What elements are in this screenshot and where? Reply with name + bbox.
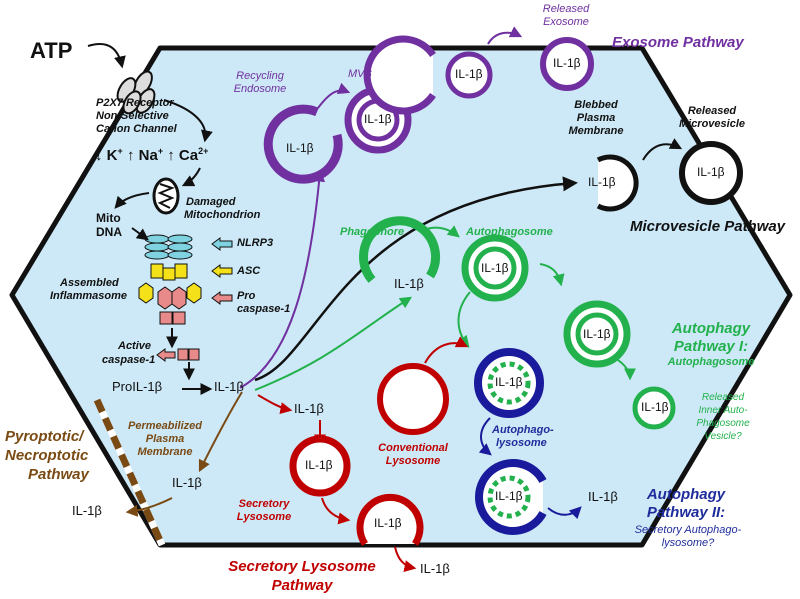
autophagy2-sub-2: lysosome? — [661, 537, 715, 549]
blebbed-label-1: Blebbed — [574, 99, 618, 111]
secretory-pathway-label-2: Pathway — [271, 577, 333, 594]
phagophore — [359, 216, 441, 283]
il1b-autolysosome: IL-1β — [495, 375, 523, 389]
autophagy2-sub-1: Secretory Autophago- — [634, 524, 742, 536]
il1b-recycling: IL-1β — [286, 141, 314, 155]
permeabilized-label-2: Plasma — [145, 433, 185, 445]
released-mv-label-1: Released — [687, 105, 737, 117]
autolysosome-label-1: Autophago- — [492, 424, 554, 436]
released-inner-label-4: Vesicle? — [704, 431, 742, 442]
blebbed-label-3: Membrane — [568, 125, 624, 137]
released-inner-vesicle — [632, 386, 676, 430]
permeabilized-label-3: Membrane — [137, 446, 193, 458]
il1b-secretory-branch: IL-1β — [294, 401, 324, 416]
il1b-mvb: IL-1β — [364, 112, 392, 126]
pyroptotic-label-2: Necroptotic — [5, 447, 89, 464]
microvesicle-pathway-label: Microvesicle Pathway — [630, 218, 786, 235]
autophagy1-label-1: Autophagy — [671, 320, 751, 337]
autophagosome-label: Autophagosome — [466, 226, 553, 238]
assembled-label-2: Inflammasome — [50, 290, 128, 302]
active-caspase-label-2: caspase-1 — [102, 354, 156, 366]
released-exosome-label-2: Exosome — [543, 16, 589, 28]
il1b-pyroptotic-out: IL-1β — [72, 503, 102, 518]
damaged-mitochondrion-icon — [152, 177, 180, 215]
il1b-permeabilized: IL-1β — [172, 475, 202, 490]
inflammasome-icon — [138, 234, 202, 325]
il1b-secretory-autolysosome: IL-1β — [495, 489, 523, 503]
pyroptotic-label-1: Pyroptotic/ — [5, 428, 84, 445]
recycling-label-2: Endosome — [233, 83, 287, 95]
autophagy2-label-1: Autophagy — [646, 486, 726, 503]
conventional-label-2: Lysosome — [385, 455, 441, 467]
damaged-mito-label-2: Mitochondrion — [184, 209, 261, 221]
secretory-lysosome-fusing — [356, 493, 424, 546]
il1b-secretory-fusing: IL-1β — [374, 516, 402, 530]
mvb-label: MVB — [348, 68, 372, 80]
active-caspase-label-1: Active — [118, 340, 152, 352]
il1b-blebbed: IL-1β — [588, 175, 616, 189]
active-caspase-icon — [177, 348, 200, 361]
released-microvesicle — [679, 141, 743, 205]
pyroptotic-label-3: Pathway — [28, 466, 89, 483]
asc-pointer — [211, 264, 233, 278]
conventional-lysosome — [377, 363, 449, 435]
mito-dna-label-1: Mito — [96, 211, 121, 225]
ion-flux: ↓ K+ ↑ Na+ ↑ Ca2+ — [95, 146, 209, 164]
pro-caspase-label-1: Pro — [237, 290, 256, 302]
il1b-autophagosome-i: IL-1β — [583, 327, 611, 341]
released-exosome — [540, 37, 594, 91]
autophagy2-label-2: Pathway II: — [646, 504, 726, 521]
il1b-center: IL-1β — [214, 379, 244, 394]
secretory-lysosome — [289, 435, 351, 497]
asc-label: ASC — [237, 265, 261, 277]
released-inner-label-2: Inner Auto- — [698, 405, 748, 416]
secretory-pathway-label-1: Secretory Lysosome — [228, 558, 376, 575]
il1b-released-exosome: IL-1β — [553, 56, 581, 70]
il1b-secretory-out: IL-1β — [420, 561, 450, 576]
damaged-mito-label-1: Damaged — [186, 196, 236, 208]
autophagy1-sub: Autophagosome — [667, 356, 755, 368]
recycling-endosome — [263, 104, 343, 184]
p2x7-label-1: P2X7 Receptor — [96, 97, 174, 109]
cell-body — [9, 45, 793, 548]
permeabilized-label-1: Permeabilized — [128, 420, 202, 432]
p2x7-receptor-icon — [116, 70, 156, 115]
mito-dna-label-2: DNA — [96, 225, 122, 239]
assembled-label-1: Assembled — [60, 277, 119, 289]
exosome-bud — [363, 35, 436, 115]
il1b-exosome-bud: IL-1β — [455, 67, 483, 81]
pro-il1b-label: ProIL-1β — [112, 379, 163, 394]
active-caspase-pointer — [156, 348, 176, 362]
phagophore-label: Phagophore — [340, 226, 405, 238]
pro-caspase-pointer — [211, 291, 233, 305]
il1b-microvesicle: IL-1β — [697, 165, 725, 179]
il1b-released-inner: IL-1β — [641, 400, 669, 414]
il1b-secretory-lysosome: IL-1β — [305, 458, 333, 472]
il1b-autophagy2-out: IL-1β — [588, 489, 618, 504]
p2x7-label-2: Non-Selective — [96, 110, 169, 122]
nlrp3-pointer — [211, 237, 233, 251]
released-mv-label-2: Microvesicle — [678, 118, 746, 130]
released-exosome-label-1: Released — [542, 3, 590, 15]
atp-label: ATP — [30, 38, 73, 63]
pro-caspase-label-2: caspase-1 — [237, 303, 291, 315]
conventional-label-1: Conventional — [378, 442, 448, 454]
il1b-autophagosome: IL-1β — [481, 261, 509, 275]
secretory-lysosome-label-1: Secretory — [238, 498, 290, 510]
autophagy1-label-2: Pathway I: — [673, 338, 749, 355]
released-inner-label-3: Phagosome — [696, 418, 750, 429]
autolysosome-label-2: lysosome — [496, 437, 547, 449]
exosome-pathway-label: Exosome Pathway — [612, 34, 744, 51]
secretory-lysosome-label-2: Lysosome — [236, 511, 292, 523]
released-inner-label-1: Released — [701, 392, 745, 403]
p2x7-label-3: Cation Channel — [96, 123, 177, 135]
blebbed-label-2: Plasma — [576, 112, 616, 124]
recycling-label-1: Recycling — [236, 70, 284, 82]
il1b-phagophore: IL-1β — [394, 276, 424, 291]
blebbed-membrane — [596, 154, 639, 212]
nlrp3-label: NLRP3 — [237, 237, 274, 249]
